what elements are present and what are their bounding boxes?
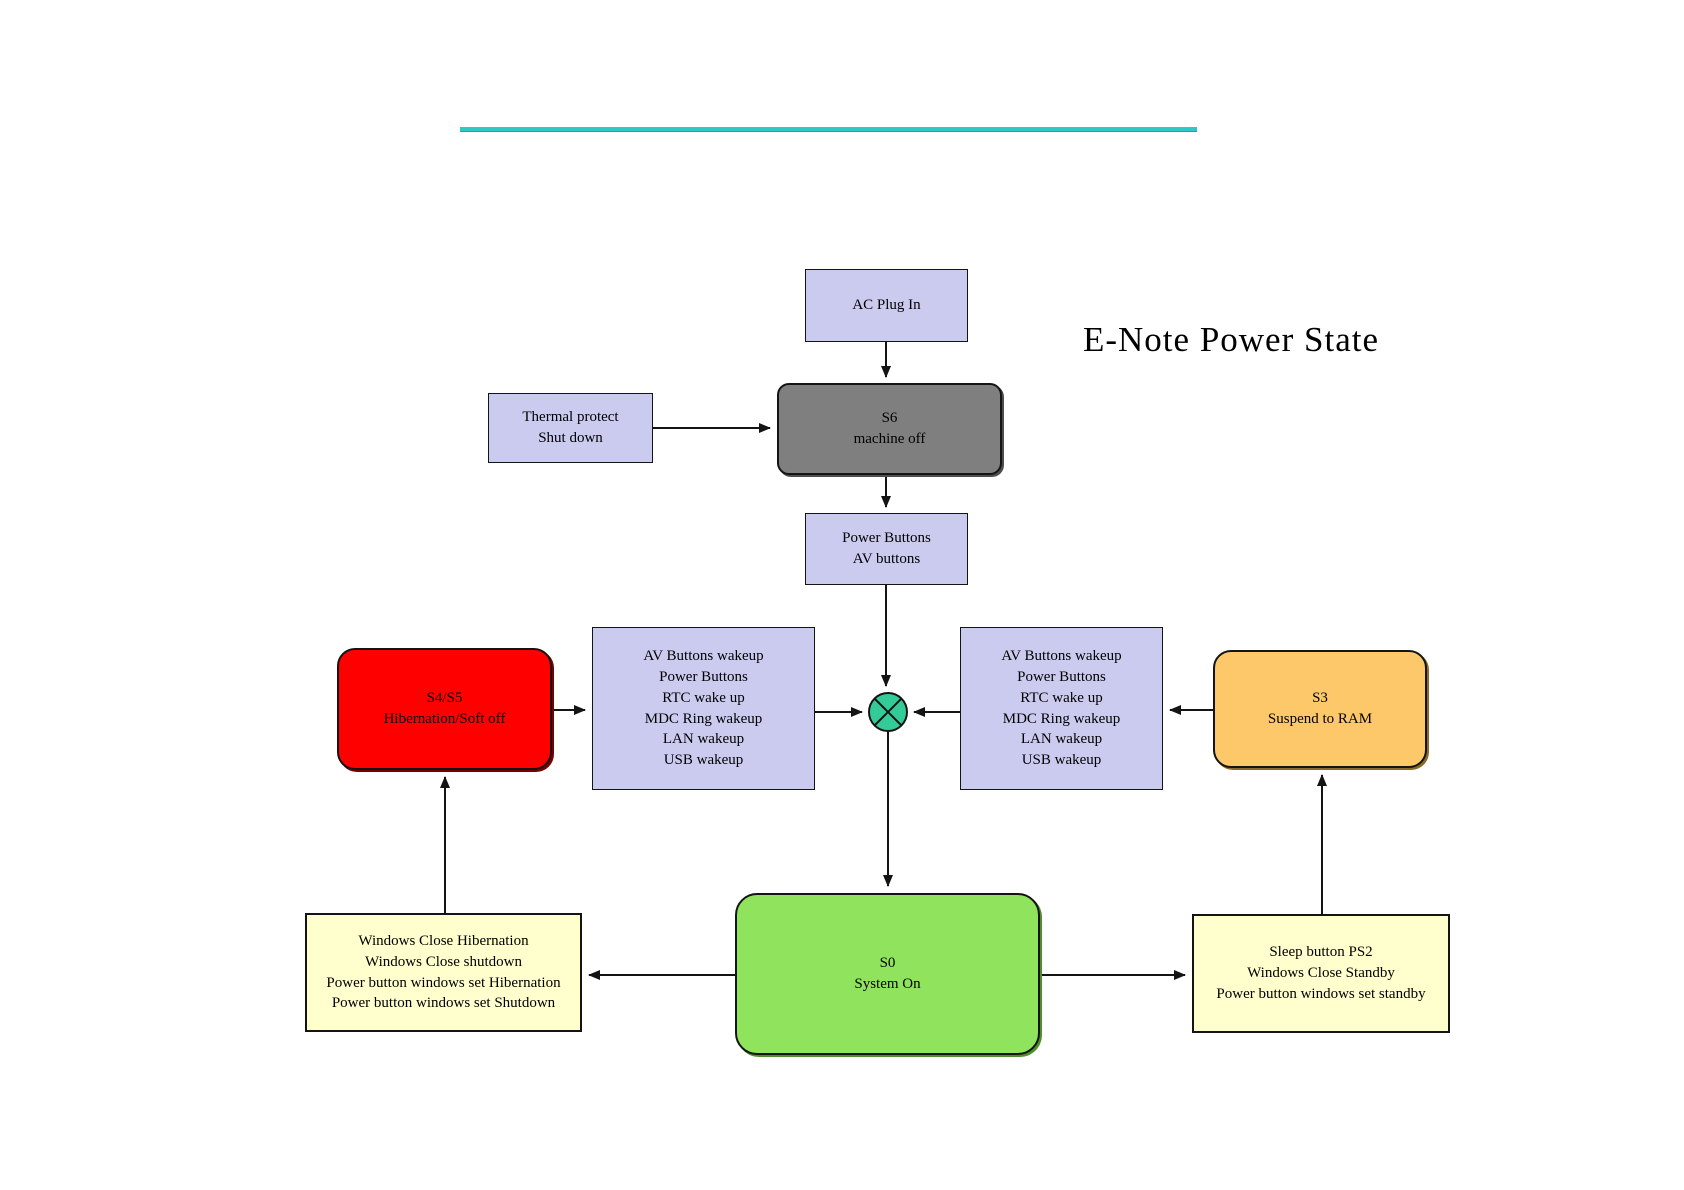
node-s4-s5-hibernation: S4/S5 Hibernation/Soft off [337,648,552,770]
node-label: Windows Close Standby [1247,965,1395,982]
node-ac-plug-in: AC Plug In [805,269,968,342]
node-label: LAN wakeup [662,731,745,748]
node-label: Windows Close shutdown [365,953,522,970]
node-label: USB wakeup [663,751,744,768]
node-label: RTC wake up [1020,689,1103,706]
node-label: AV buttons [852,551,921,567]
node-label: Power Buttons [842,530,931,547]
node-label: System On [854,976,921,992]
node-label: MDC Ring wakeup [644,710,763,727]
teal-divider-line [460,127,1197,132]
node-label: RTC wake up [662,689,745,706]
node-label: Power button windows set standby [1216,985,1426,1002]
node-label: S0 [879,955,896,972]
node-power-buttons: Power Buttons AV buttons [805,513,968,585]
node-label: Power button windows set Shutdown [331,995,556,1012]
node-label: S3 [1312,690,1328,707]
node-wakeup-right: AV Buttons wakeup Power Buttons RTC wake… [960,627,1163,790]
node-label: AV Buttons wakeup [643,648,764,665]
node-label: Shut down [538,430,603,446]
node-s3-suspend-to-ram: S3 Suspend to RAM [1213,650,1427,768]
diagram-title: E-Note Power State [1083,320,1379,359]
node-wakeup-left: AV Buttons wakeup Power Buttons RTC wake… [592,627,815,790]
node-label: USB wakeup [1021,751,1102,768]
node-sleep-button-standby: Sleep button PS2 Windows Close Standby P… [1192,914,1450,1033]
node-label: Hibernation/Soft off [383,711,506,727]
node-label: LAN wakeup [1020,731,1103,748]
node-s0-system-on: S0 System On [735,893,1040,1055]
node-label: S4/S5 [426,690,463,707]
node-label: Sleep button PS2 [1269,944,1373,961]
node-label: Windows Close Hibernation [358,933,529,950]
node-label: Power Buttons [659,669,748,686]
node-label: Power button windows set Hibernation [326,974,561,991]
node-label: MDC Ring wakeup [1002,710,1121,727]
node-thermal-protect: Thermal protect Shut down [488,393,653,463]
node-s6-machine-off: S6 machine off [777,383,1002,475]
node-label: Suspend to RAM [1267,711,1373,727]
node-label: S6 [881,410,898,427]
node-label: AV Buttons wakeup [1001,648,1122,665]
wakeup-junction-icon [868,692,908,732]
node-label: Thermal protect [522,409,619,426]
node-windows-close-hibernation: Windows Close Hibernation Windows Close … [305,913,582,1032]
node-label: Power Buttons [1017,669,1106,686]
node-label: AC Plug In [852,297,921,314]
node-label: machine off [853,431,926,447]
